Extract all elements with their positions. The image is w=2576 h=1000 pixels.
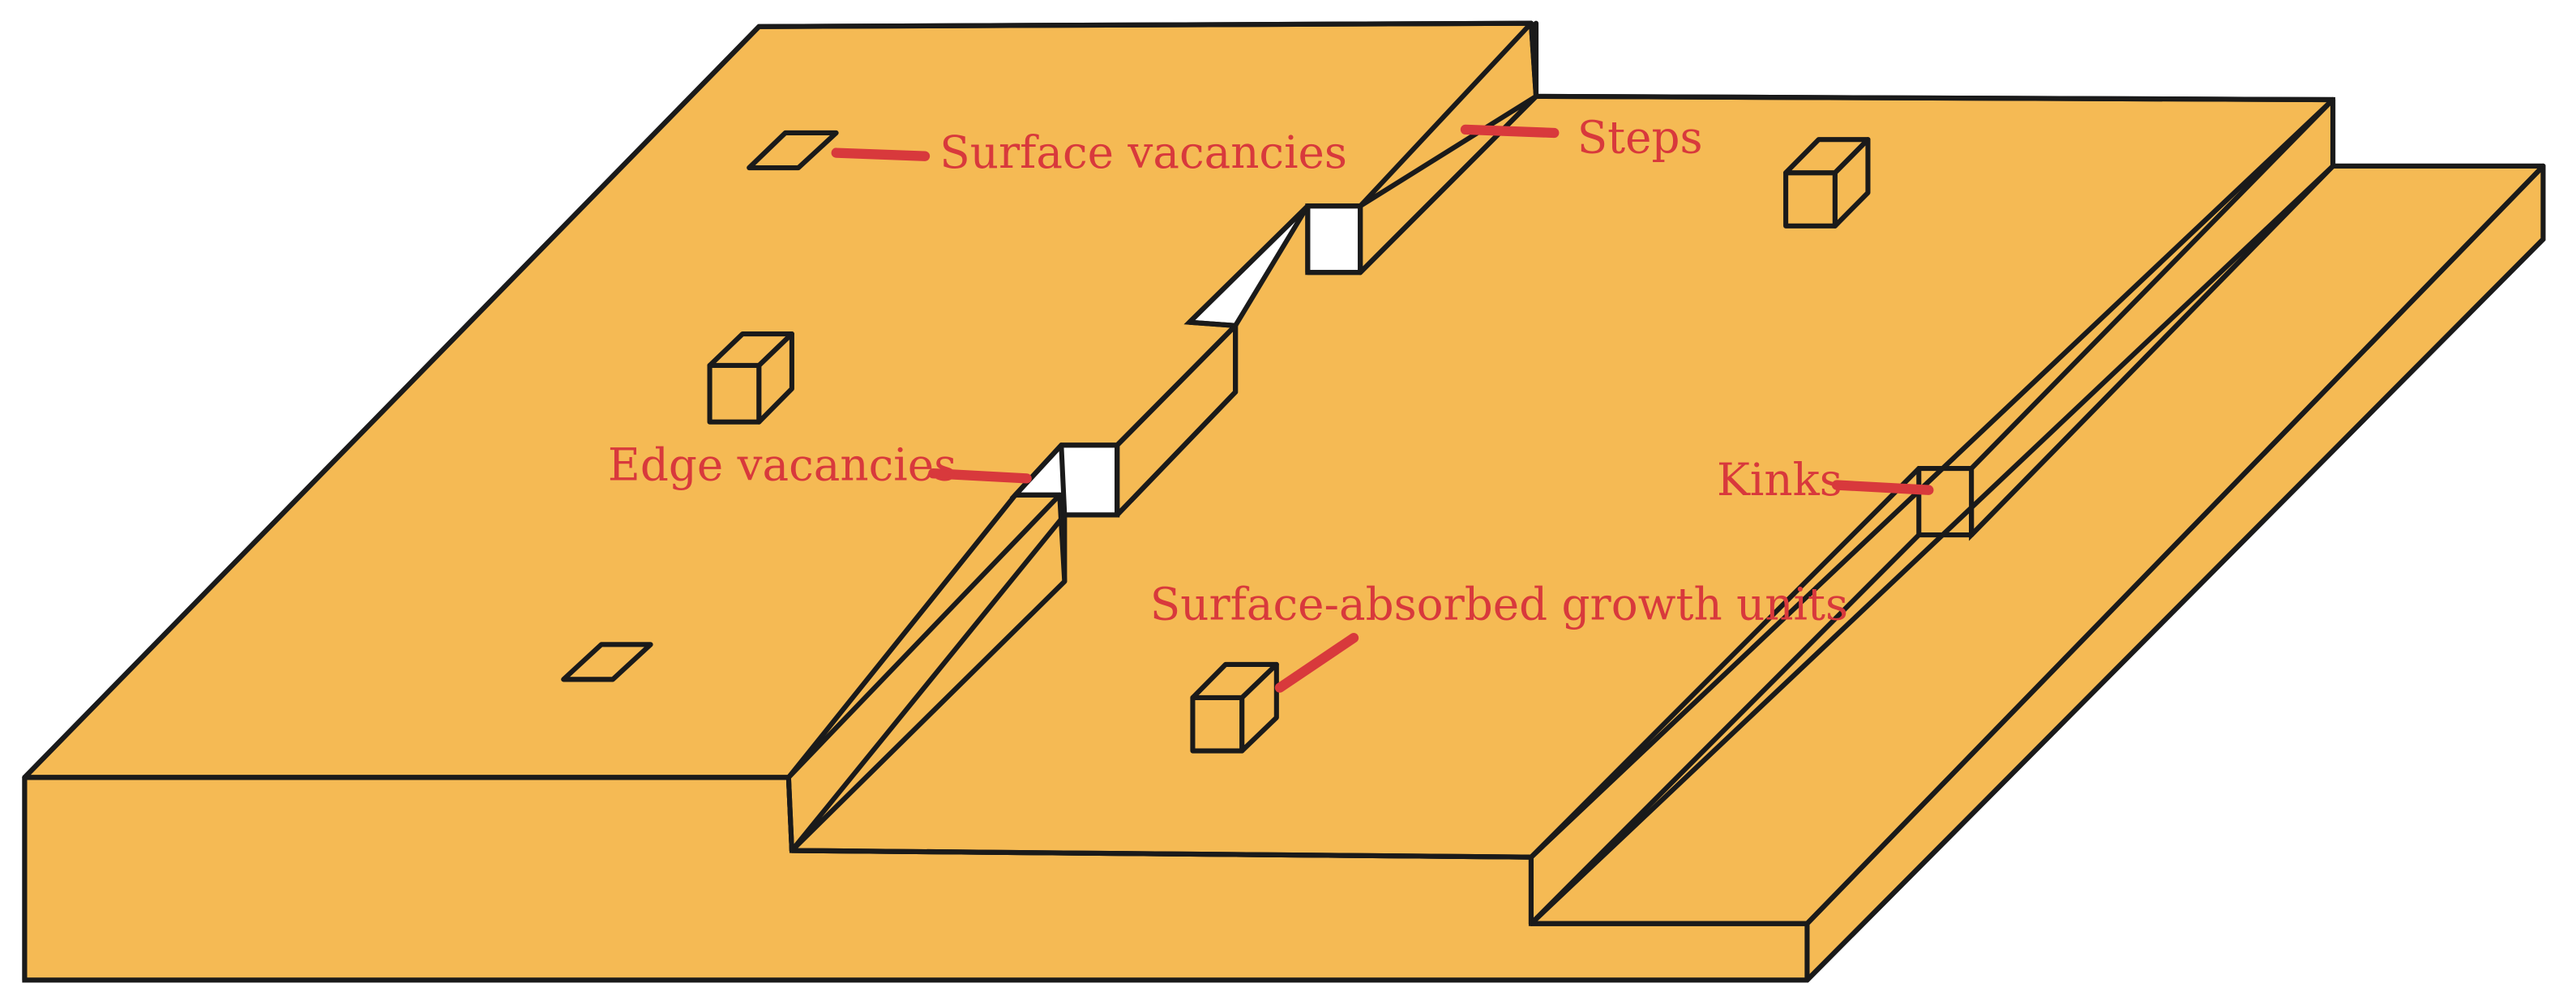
- cube-upper-right-terrace: [1783, 137, 1871, 229]
- crystal-edges: [22, 20, 2546, 983]
- label-edge-vacancies: Edge vacancies: [608, 438, 956, 490]
- label-kinks: Kinks: [1717, 454, 1842, 506]
- surface-vacancy-top: [747, 130, 839, 171]
- leader-kinks: [1831, 480, 1934, 495]
- label-surface-absorbed-growth-units: Surface-absorbed growth units: [1150, 578, 1848, 630]
- leader-growth-units: [1274, 632, 1359, 693]
- label-surface-vacancies: Surface vacancies: [939, 126, 1347, 178]
- label-steps: Steps: [1577, 111, 1703, 163]
- adsorbed-cubes: [707, 137, 1871, 754]
- cube-top-terrace: [707, 331, 794, 425]
- leader-surface-vacancies: [831, 147, 931, 161]
- surface-vacancies: [561, 130, 839, 682]
- surface-vacancy-bottom: [561, 642, 653, 682]
- leader-lines: [831, 124, 1934, 693]
- cube-middle-terrace: [1190, 661, 1279, 754]
- annotation-labels: Surface vacancies Steps Edge vacancies K…: [608, 111, 1848, 630]
- leader-edge-vacancies: [928, 468, 1032, 484]
- leader-steps: [1460, 124, 1560, 139]
